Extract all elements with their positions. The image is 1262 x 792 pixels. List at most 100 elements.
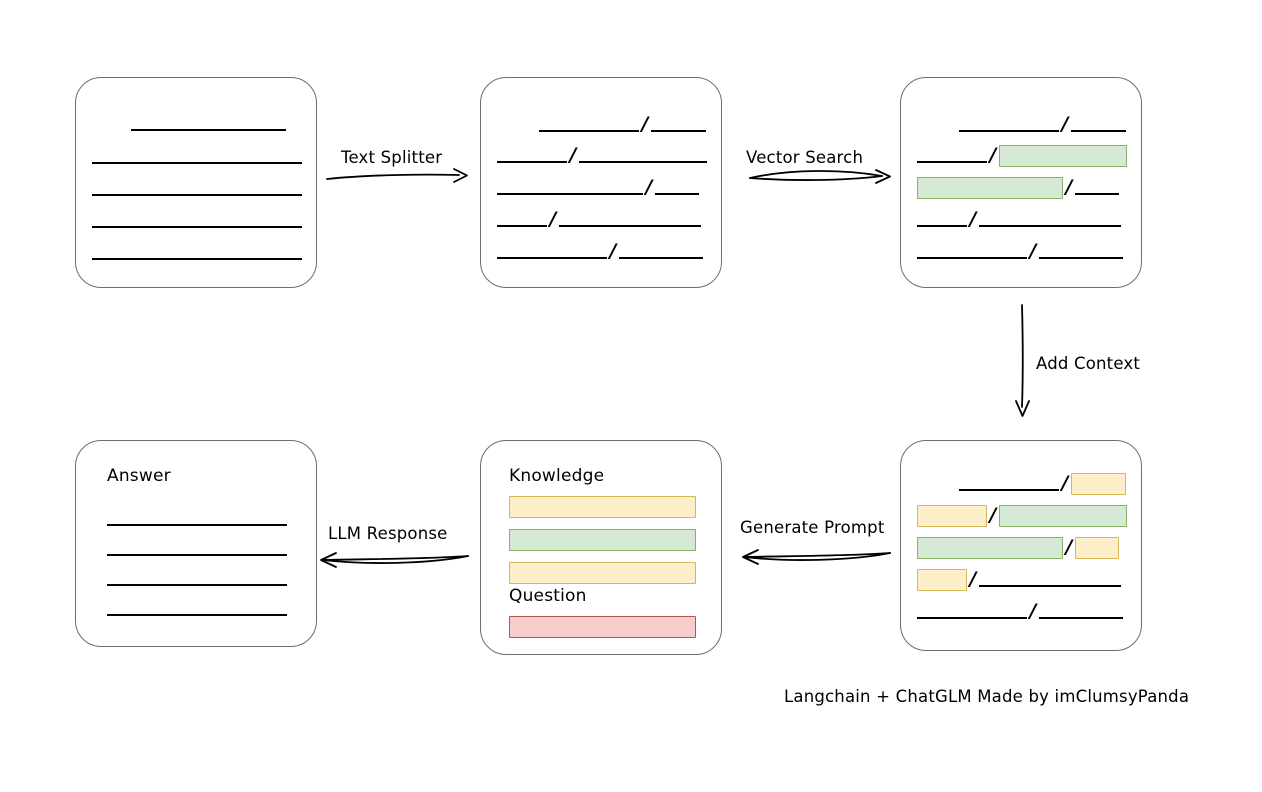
answer-label: Answer	[107, 466, 171, 486]
chunk-line-context: /	[901, 536, 1141, 559]
arrow-add-context	[1015, 304, 1030, 417]
text-line-segment	[1039, 605, 1123, 619]
text-line-segment	[619, 245, 703, 259]
chunk-line: /	[481, 242, 721, 262]
text-line-segment	[107, 512, 287, 526]
arrow-llm-response	[320, 552, 469, 568]
chunk-line: /	[901, 242, 1141, 262]
answer-line	[76, 599, 316, 619]
slash-separator: /	[609, 240, 617, 262]
text-line-segment	[92, 214, 302, 228]
text-line-segment	[959, 118, 1059, 132]
node-split-chunks[interactable]: / / / / /	[480, 77, 722, 288]
slash-separator: /	[549, 208, 557, 230]
node-answer[interactable]: Answer	[75, 440, 317, 647]
slash-separator: /	[645, 176, 653, 198]
highlight-chip-yellow	[1071, 473, 1126, 495]
slash-separator: /	[1065, 536, 1073, 558]
answer-lines	[76, 441, 316, 646]
edge-label-generate-prompt: Generate Prompt	[740, 518, 885, 537]
knowledge-bar-3	[509, 562, 696, 584]
slash-separator: /	[1029, 240, 1037, 262]
knowledge-bar-1	[509, 496, 696, 518]
text-line-segment	[131, 117, 286, 131]
text-line-segment	[917, 149, 987, 163]
slash-separator: /	[989, 504, 997, 526]
chunk-line: /	[481, 210, 721, 230]
edge-label-llm-response: LLM Response	[328, 524, 448, 543]
highlight-chip-green	[917, 537, 1063, 559]
highlight-chip-green	[999, 505, 1127, 527]
knowledge-label: Knowledge	[509, 466, 605, 486]
edge-label-add-context: Add Context	[1036, 354, 1141, 373]
chunk-line: /	[901, 115, 1141, 135]
chunk-line: /	[901, 210, 1141, 230]
chunk-line: /	[901, 602, 1141, 622]
highlight-chip-yellow	[1075, 537, 1119, 559]
node-source-document[interactable]	[75, 77, 317, 288]
node-vector-matches[interactable]: / / / / /	[900, 77, 1142, 288]
footer-credit: Langchain + ChatGLM Made by imClumsyPand…	[784, 687, 1190, 706]
answer-line	[76, 509, 316, 529]
text-line-segment	[959, 477, 1059, 491]
chunk-line-context: /	[901, 568, 1141, 591]
edge-label-text-splitter: Text Splitter	[341, 148, 443, 167]
vector-matches-lines: / / / / /	[901, 78, 1141, 287]
text-line-segment	[107, 602, 287, 616]
question-bar-1	[509, 616, 696, 638]
slash-separator: /	[569, 144, 577, 166]
question-label: Question	[509, 586, 587, 606]
slash-separator: /	[1061, 113, 1069, 135]
node-prompt[interactable]: Knowledge Question	[480, 440, 722, 655]
text-line-segment	[497, 149, 567, 163]
text-line-segment	[92, 182, 302, 196]
text-line-segment	[1075, 181, 1119, 195]
text-line-segment	[92, 246, 302, 260]
chunk-line: /	[481, 146, 721, 166]
text-line-segment	[917, 213, 967, 227]
highlight-chip-yellow	[917, 505, 987, 527]
text-line-segment	[651, 118, 706, 132]
text-line-segment	[655, 181, 699, 195]
text-line-segment	[559, 213, 701, 227]
slash-separator: /	[1029, 600, 1037, 622]
doc-line	[76, 147, 316, 167]
text-line-segment	[1071, 118, 1126, 132]
text-line-segment	[497, 245, 607, 259]
node-context-added[interactable]: / / / / /	[900, 440, 1142, 651]
text-line-segment	[579, 149, 707, 163]
text-line-segment	[979, 213, 1121, 227]
slash-separator: /	[989, 144, 997, 166]
highlight-chip-green	[917, 177, 1063, 199]
arrow-text-splitter	[326, 168, 468, 183]
source-document-lines	[76, 78, 316, 287]
doc-line	[76, 211, 316, 231]
doc-line	[76, 243, 316, 263]
doc-line	[76, 114, 316, 134]
context-added-lines: / / / / /	[901, 441, 1141, 650]
answer-line	[76, 539, 316, 559]
text-line-segment	[107, 572, 287, 586]
doc-line	[76, 179, 316, 199]
chunk-line-matched: /	[901, 144, 1141, 167]
highlight-chip-green	[999, 145, 1127, 167]
text-line-segment	[979, 573, 1121, 587]
chunk-line-context: /	[901, 504, 1141, 527]
text-line-segment	[92, 150, 302, 164]
text-line-segment	[497, 213, 547, 227]
text-line-segment	[917, 605, 1027, 619]
chunk-line: /	[481, 178, 721, 198]
slash-separator: /	[1061, 472, 1069, 494]
text-line-segment	[917, 245, 1027, 259]
chunk-line: /	[481, 115, 721, 135]
slash-separator: /	[969, 568, 977, 590]
text-line-segment	[1039, 245, 1123, 259]
text-line-segment	[497, 181, 643, 195]
arrow-vector-search	[749, 169, 891, 184]
answer-line	[76, 569, 316, 589]
text-line-segment	[107, 542, 287, 556]
chunk-line-matched: /	[901, 177, 1141, 199]
arrow-generate-prompt	[742, 549, 891, 565]
split-chunks-lines: / / / / /	[481, 78, 721, 287]
knowledge-bar-2	[509, 529, 696, 551]
